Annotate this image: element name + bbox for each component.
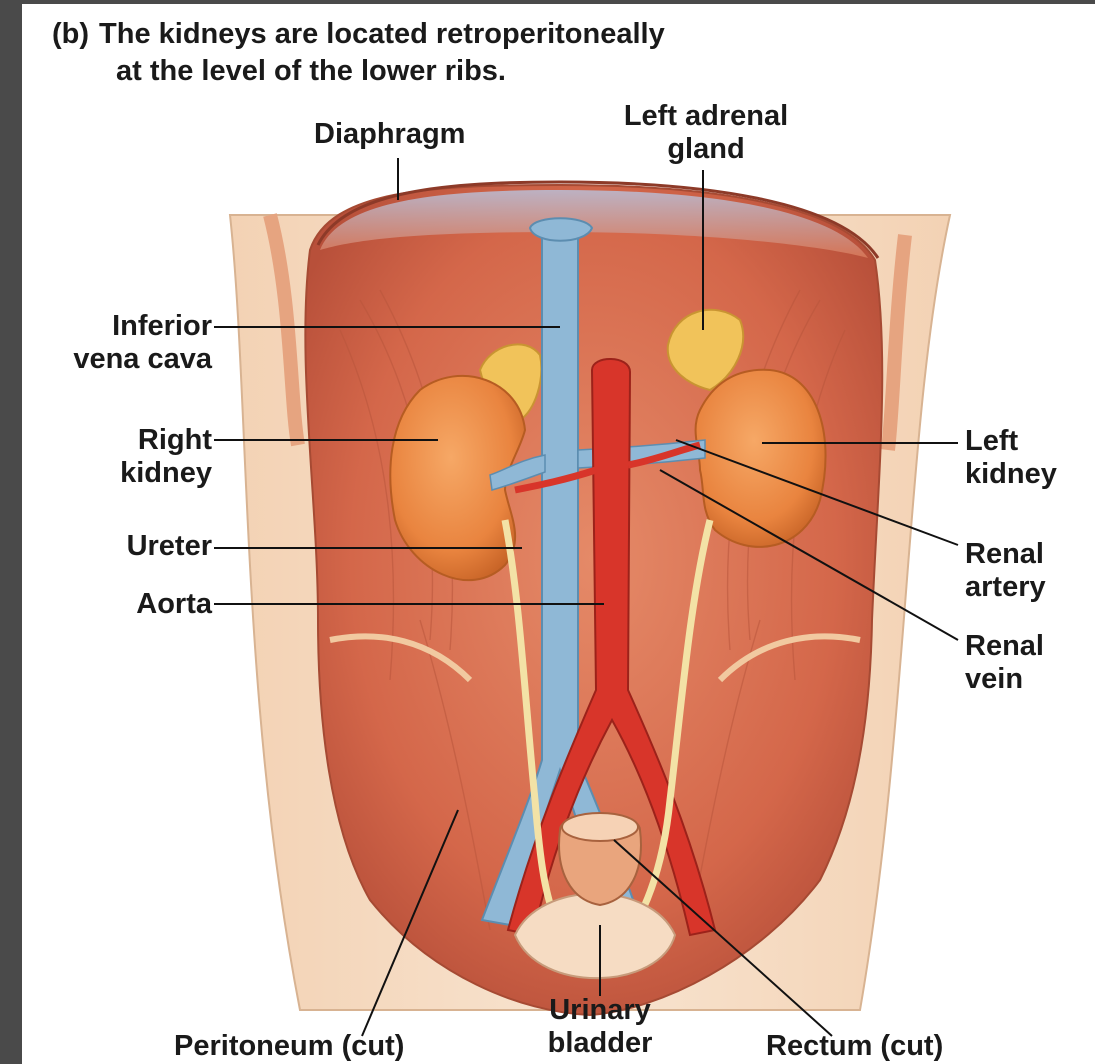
label-left-kidney-line1: Left [965,425,1057,458]
label-aorta: Aorta [70,588,212,621]
label-right-kidney-line2: kidney [70,457,212,490]
label-left-adrenal-gland: Left adrenal gland [606,100,806,166]
label-urinary-bladder-line2: bladder [520,1027,680,1060]
label-right-kidney: Right kidney [70,424,212,490]
title-line-2: at the level of the lower ribs. [52,53,665,90]
label-renal-vein-line1: Renal [965,630,1044,663]
label-rectum: Rectum (cut) [766,1030,943,1063]
label-left-adrenal-gland-line2: gland [606,133,806,166]
label-diaphragm: Diaphragm [314,118,465,151]
label-inferior-vena-cava: Inferior vena cava [40,310,212,376]
label-peritoneum: Peritoneum (cut) [174,1030,404,1063]
label-ureter: Ureter [70,530,212,563]
label-left-kidney: Left kidney [965,425,1057,491]
label-left-adrenal-gland-line1: Left adrenal [606,100,806,133]
figure-title: (b) The kidneys are located retroperitone… [52,16,665,90]
label-inferior-vena-cava-line2: vena cava [40,343,212,376]
label-urinary-bladder-line1: Urinary [520,994,680,1027]
label-renal-artery-line2: artery [965,571,1046,604]
label-renal-vein: Renal vein [965,630,1044,696]
label-urinary-bladder: Urinary bladder [520,994,680,1060]
label-right-kidney-line1: Right [70,424,212,457]
label-left-kidney-line2: kidney [965,458,1057,491]
label-renal-artery: Renal artery [965,538,1046,604]
label-renal-artery-line1: Renal [965,538,1046,571]
label-renal-vein-line2: vein [965,663,1044,696]
panel-tag: (b) [52,18,89,50]
label-inferior-vena-cava-line1: Inferior [40,310,212,343]
title-line-1: The kidneys are located retroperitoneall… [99,18,665,50]
